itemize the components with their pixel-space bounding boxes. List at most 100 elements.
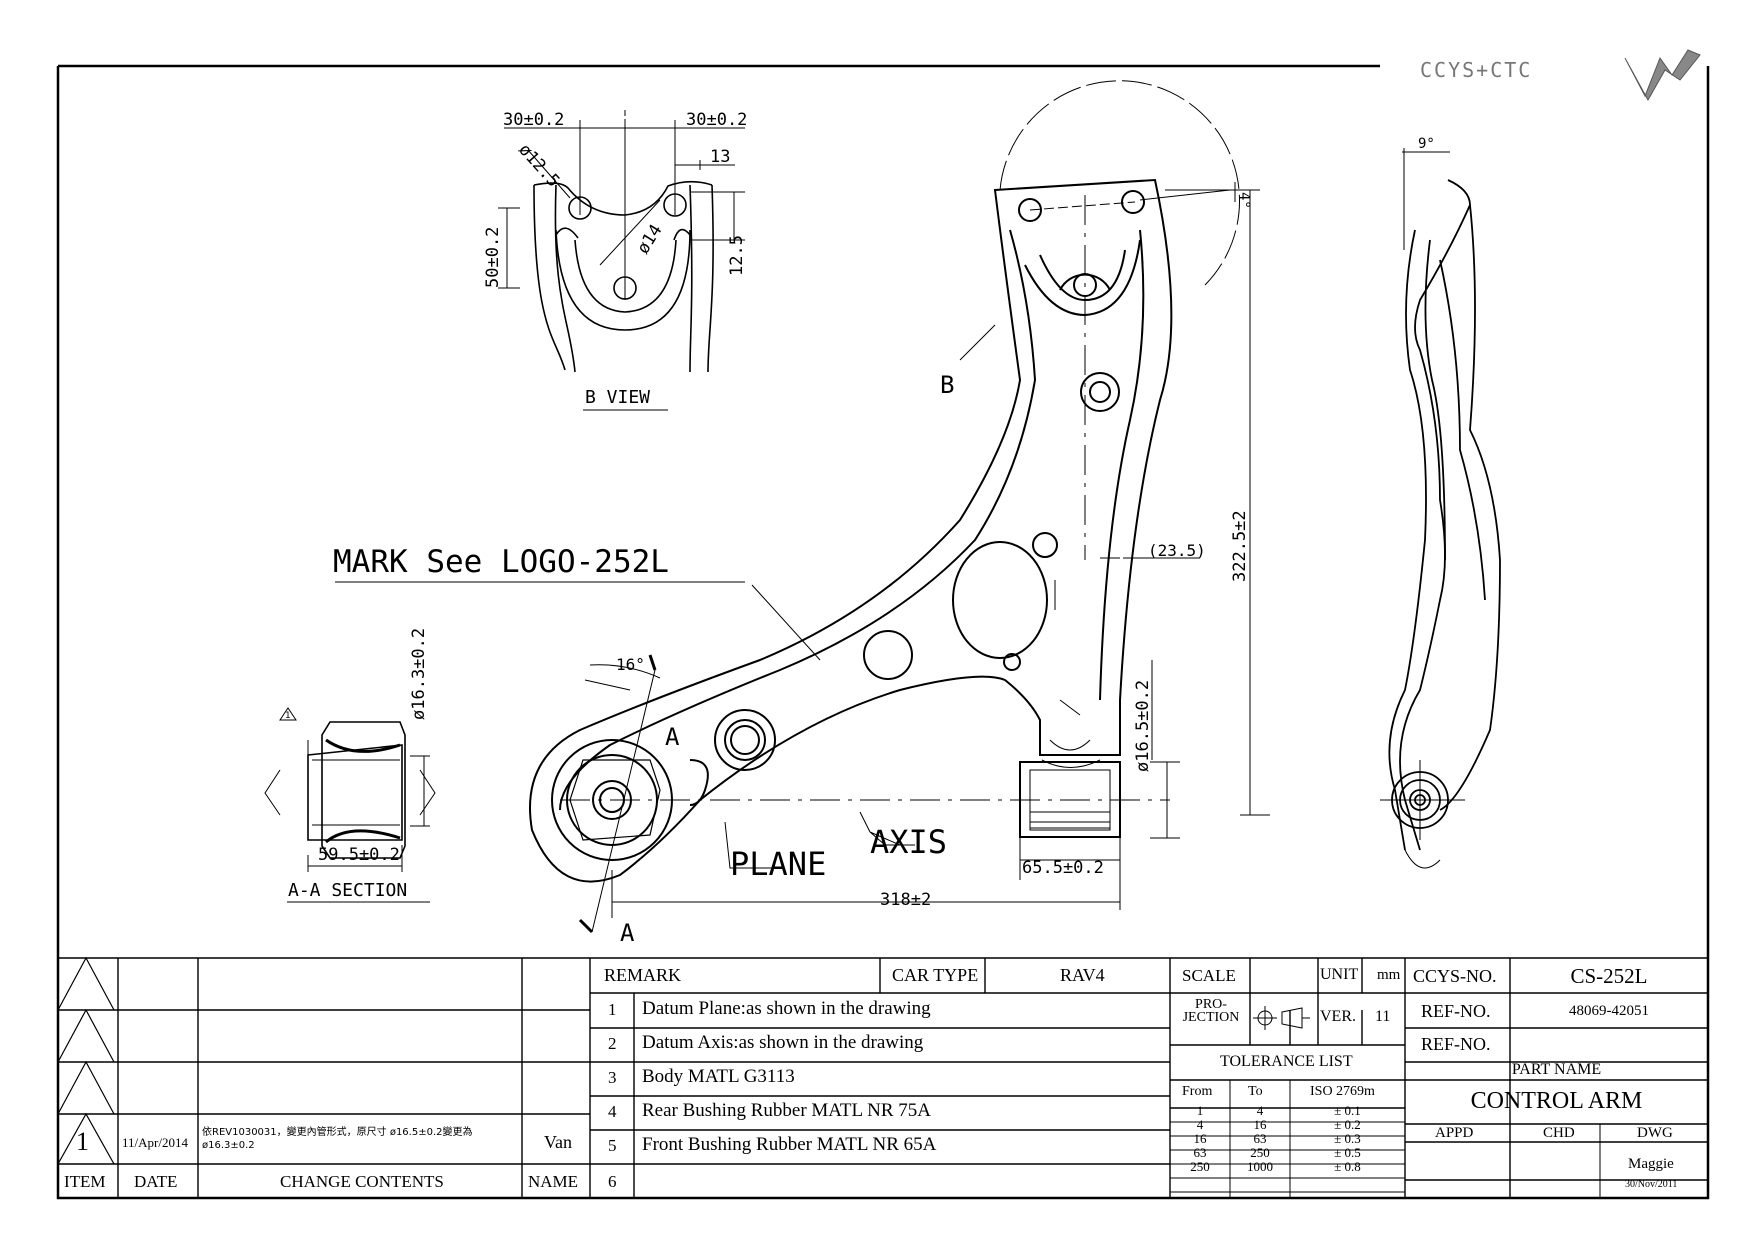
- car-type-value: RAV4: [1060, 965, 1105, 985]
- rev-header-item: ITEM: [64, 1172, 106, 1191]
- control-arm-main-view: MARK See LOGO-252L B 16° A A PLANE AXIS …: [333, 80, 1270, 947]
- dim-23-5: (23.5): [1148, 541, 1206, 560]
- mark-label: MARK See LOGO-252L: [333, 544, 669, 580]
- dim-59-5: 59.5±0.2: [318, 845, 400, 865]
- dim-65-5: 65.5±0.2: [1022, 858, 1104, 878]
- dim-16-3: ø16.3±0.2: [409, 628, 429, 720]
- dim-318: 318±2: [880, 890, 931, 910]
- tol-header-to: To: [1248, 1084, 1263, 1099]
- tol-value: ± 0.3: [1334, 1131, 1361, 1146]
- title-block-grid: [57, 956, 1708, 1198]
- rev-date-1: 11/Apr/2014: [122, 1135, 188, 1150]
- plane-label: PLANE: [730, 845, 826, 883]
- appd-label: APPD: [1435, 1125, 1474, 1141]
- dim-16-5: ø16.5±0.2: [1133, 680, 1153, 772]
- company-logo: CCYS+CTC: [1420, 49, 1701, 102]
- rev-header-change: CHANGE CONTENTS: [280, 1172, 444, 1191]
- remark-text-5: Front Bushing Rubber MATL NR 65A: [642, 1134, 937, 1155]
- remark-text-2: Datum Axis:as shown in the drawing: [642, 1032, 924, 1053]
- ccys-no-value: CS-252L: [1570, 964, 1648, 988]
- revision-table: 1 11/Apr/2014 依REV1030031，變更內管形式，原尺寸 ø16…: [58, 958, 590, 1198]
- remark-no-5: 5: [608, 1136, 617, 1155]
- scale-block: SCALE UNIT mm PRO- JECTION VER. 11 TOLER…: [1170, 958, 1405, 1198]
- rev-header-date: DATE: [134, 1172, 178, 1191]
- tol-row: 63 250 ± 0.5: [1170, 1146, 1405, 1160]
- tol-to: 250: [1250, 1145, 1270, 1160]
- dim-b-12-5: 12.5: [727, 235, 747, 276]
- remark-text-1: Datum Plane:as shown in the drawing: [642, 998, 931, 1019]
- tol-value: ± 0.5: [1334, 1145, 1361, 1160]
- b-view: 30±0.2 30±0.2 13 ø12.5 50±0.2 ø14 12.5 B…: [483, 110, 747, 411]
- dim-b-30-right: 30±0.2: [686, 110, 747, 130]
- tol-value: ± 0.2: [1334, 1117, 1361, 1132]
- tol-row: 1 4 ± 0.1: [1170, 1104, 1405, 1118]
- ref-no-label-2: REF-NO.: [1421, 1034, 1491, 1054]
- remark-no-4: 4: [608, 1102, 617, 1121]
- remark-label: REMARK: [604, 965, 682, 985]
- section-a-bottom: A: [620, 919, 635, 947]
- tol-header-iso: ISO 2769m: [1310, 1084, 1375, 1099]
- ref-no-value-1: 48069-42051: [1569, 1003, 1649, 1019]
- dim-b-50: 50±0.2: [483, 227, 503, 288]
- dim-322-5: 322.5±2: [1230, 510, 1250, 582]
- axis-label: AXIS: [870, 823, 947, 861]
- side-view: 9°: [1380, 136, 1501, 869]
- tol-value: ± 0.8: [1334, 1159, 1361, 1174]
- rev-change-1: 依REV1030031，變更內管形式，原尺寸 ø16.5±0.2變更為ø16.3…: [202, 1127, 473, 1151]
- title-block: CCYS-NO. CS-252L REF-NO. 48069-42051 REF…: [1405, 958, 1708, 1198]
- tol-from: 4: [1196, 1117, 1204, 1132]
- svg-text:CCYS+CTC: CCYS+CTC: [1420, 58, 1532, 82]
- tol-to: 4: [1256, 1103, 1264, 1118]
- dim-4-deg: 4°: [1236, 192, 1252, 209]
- drawn-date: 30/Nov/2011: [1625, 1179, 1678, 1190]
- chd-label: CHD: [1543, 1125, 1575, 1141]
- ver-value: 11: [1375, 1008, 1391, 1025]
- ref-no-label-1: REF-NO.: [1421, 1001, 1491, 1021]
- tol-from: 1: [1196, 1103, 1204, 1118]
- part-name-label: PART NAME: [1511, 1061, 1602, 1078]
- tol-row: 250 1000 ± 0.8: [1170, 1160, 1405, 1174]
- unit-value: mm: [1377, 967, 1401, 983]
- tolerance-title: TOLERANCE LIST: [1220, 1053, 1353, 1070]
- tol-value: ± 0.1: [1334, 1103, 1361, 1118]
- unit-label: UNIT: [1320, 966, 1359, 983]
- dwg-label: DWG: [1637, 1125, 1673, 1141]
- angle-16: 16°: [616, 655, 645, 674]
- remark-no-6: 6: [608, 1172, 617, 1191]
- section-a-a: 59.5±0.2 ø16.3±0.2 1 A-A SECTION: [264, 628, 436, 903]
- tol-row: 16 63 ± 0.3: [1170, 1132, 1405, 1146]
- remark-table: REMARK CAR TYPE RAV4 1 Datum Plane:as sh…: [590, 958, 1170, 1198]
- section-title: A-A SECTION: [288, 880, 407, 901]
- ver-label: VER.: [1320, 1008, 1356, 1025]
- sheet-border: [56, 64, 1710, 1200]
- dim-b-13: 13: [710, 147, 730, 167]
- projection-label: PRO- JECTION: [1182, 997, 1240, 1025]
- section-a-top: A: [665, 723, 680, 751]
- drawn-by: Maggie: [1628, 1156, 1674, 1172]
- rev-marker: 1: [285, 711, 290, 721]
- tol-header-from: From: [1182, 1084, 1213, 1099]
- tol-from: 16: [1193, 1131, 1207, 1146]
- car-type-label: CAR TYPE: [892, 965, 979, 985]
- remark-no-3: 3: [608, 1068, 617, 1087]
- remark-no-1: 1: [608, 1000, 617, 1019]
- remark-text-4: Rear Bushing Rubber MATL NR 75A: [642, 1100, 932, 1121]
- label-b: B: [940, 371, 954, 399]
- tol-from: 63: [1193, 1145, 1207, 1160]
- tol-from: 250: [1190, 1159, 1210, 1174]
- dim-b-14: ø14: [633, 221, 666, 258]
- angle-9: 9°: [1418, 136, 1435, 152]
- rev-header-name: NAME: [528, 1172, 579, 1191]
- tol-to: 63: [1253, 1131, 1267, 1146]
- tol-to: 1000: [1247, 1159, 1273, 1174]
- rev-item-1: 1: [76, 1127, 89, 1156]
- rev-name-1: Van: [544, 1132, 572, 1152]
- b-view-title: B VIEW: [585, 387, 650, 408]
- part-name: CONTROL ARM: [1470, 1088, 1643, 1114]
- remark-no-2: 2: [608, 1034, 617, 1053]
- ccys-no-label: CCYS-NO.: [1413, 966, 1497, 986]
